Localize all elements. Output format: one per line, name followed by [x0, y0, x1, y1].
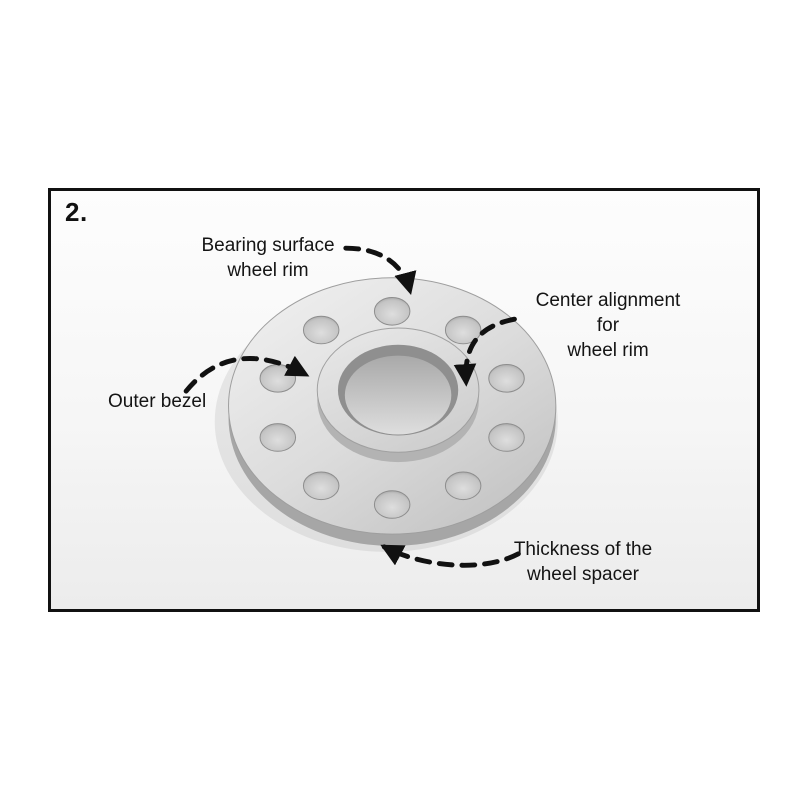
thickness-arrow	[380, 544, 521, 568]
bolt-hole	[259, 423, 297, 452]
label-bearing-surface: Bearing surface wheel rim	[201, 235, 335, 281]
wheel-spacer-illustration	[183, 245, 558, 568]
bolt-hole	[373, 296, 411, 326]
bolt-hole	[302, 315, 340, 345]
center-bore	[344, 355, 452, 435]
diagram-frame: 2. Bearing surface wheel rim Center alig…	[48, 188, 760, 612]
label-center-alignment: Center alignment for wheel rim	[535, 290, 681, 361]
bolt-hole	[488, 364, 525, 393]
bolt-hole	[488, 423, 525, 452]
label-thickness: Thickness of the wheel spacer	[513, 539, 653, 585]
bearing-surface-arrow	[343, 245, 417, 295]
bolt-hole	[302, 471, 340, 501]
step-number: 2.	[65, 197, 88, 227]
bolt-hole	[444, 471, 482, 501]
label-outer-bezel: Outer bezel	[108, 391, 207, 412]
bolt-holes	[259, 296, 525, 519]
bolt-hole	[373, 490, 411, 519]
outer-bezel-arrow	[183, 355, 310, 394]
bolt-hole	[444, 315, 482, 345]
center-alignment-arrow	[453, 316, 517, 387]
